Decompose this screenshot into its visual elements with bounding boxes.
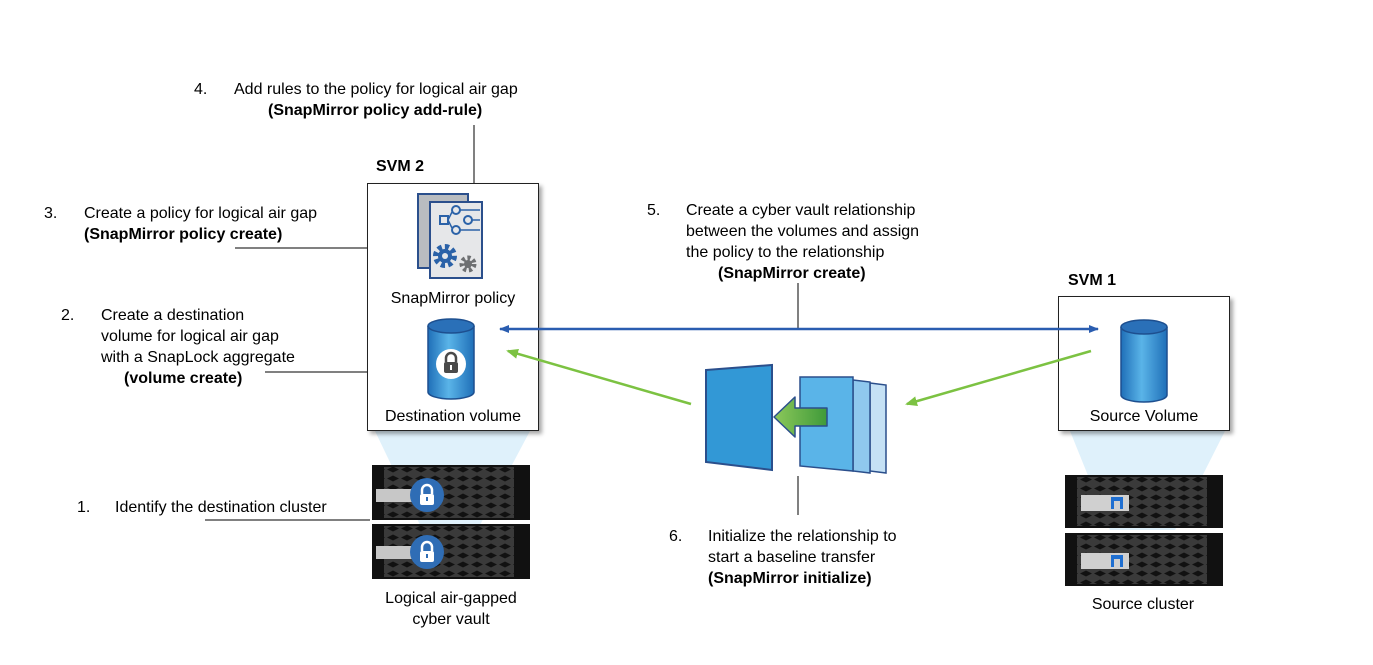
svm1-volume-caption: Source Volume <box>1089 408 1199 425</box>
step-5-text-line3: the policy to the relationship <box>686 244 885 261</box>
step-6-number: 6. <box>669 528 683 545</box>
storage-node-netapp-icon <box>1065 533 1223 586</box>
step-5-number: 5. <box>647 202 661 219</box>
destination-cluster-caption-line2: cyber vault <box>412 611 490 628</box>
volume-cylinder-icon <box>1120 319 1168 403</box>
step-5-text-line2: between the volumes and assign <box>686 223 920 240</box>
step-6-text-line1: Initialize the relationship to <box>708 528 897 545</box>
step-4-command: (SnapMirror policy add-rule) <box>268 102 483 119</box>
step-3-number: 3. <box>44 205 58 222</box>
step-3: 3. Create a policy for logical air gap <box>44 203 317 224</box>
destination-cluster-caption-line1: Logical air-gapped <box>385 590 517 607</box>
policy-document-gear-icon <box>417 193 483 279</box>
svm1-label: SVM 1 <box>1068 272 1117 289</box>
step-6: 6. Initialize the relationship to start … <box>669 526 897 589</box>
step-1-text: Identify the destination cluster <box>115 499 327 516</box>
step-5-command: (SnapMirror create) <box>718 265 866 282</box>
svm1-box[interactable]: Source Volume <box>1058 296 1230 431</box>
svm2-box[interactable]: SnapMirror policy Destination volume <box>367 183 539 431</box>
source-cluster-caption: Source cluster <box>1091 596 1195 613</box>
step-4-number: 4. <box>194 81 208 98</box>
step-6-command: (SnapMirror initialize) <box>708 570 872 587</box>
step-3-text: Create a policy for logical air gap <box>84 205 318 222</box>
step-2-text-line3: with a SnapLock aggregate <box>101 349 295 366</box>
step-5: 5. Create a cyber vault relationship bet… <box>647 200 919 263</box>
step-2-text-line1: Create a destination <box>101 307 245 324</box>
storage-node-lock-icon <box>372 465 530 520</box>
destination-cluster-icon <box>372 465 530 579</box>
storage-node-lock-icon <box>372 524 530 579</box>
step-6-text-line2: start a baseline transfer <box>708 549 876 566</box>
storage-node-netapp-icon <box>1065 475 1223 528</box>
step-1: 1. Identify the destination cluster <box>77 497 327 518</box>
snapmirror-transfer-icon <box>705 363 887 474</box>
svm2-volume-caption: Destination volume <box>384 408 522 425</box>
step-4: 4. Add rules to the policy for logical ai… <box>194 79 518 100</box>
svm2-label: SVM 2 <box>376 158 425 175</box>
step-4-text: Add rules to the policy for logical air … <box>234 81 518 98</box>
step-3-command: (SnapMirror policy create) <box>84 226 283 243</box>
svm2-policy-caption: SnapMirror policy <box>390 290 516 307</box>
step-2-text-line2: volume for logical air gap <box>101 328 279 345</box>
locked-volume-cylinder-icon <box>427 318 475 400</box>
step-1-number: 1. <box>77 499 91 516</box>
step-5-text-line1: Create a cyber vault relationship <box>686 202 916 219</box>
step-2-command: (volume create) <box>124 370 243 387</box>
step-2: 2. Create a destination volume for logic… <box>61 305 295 368</box>
destination-cluster-caption: Logical air-gapped cyber vault <box>351 588 551 630</box>
source-cluster-icon <box>1065 475 1223 586</box>
step-2-number: 2. <box>61 307 75 324</box>
